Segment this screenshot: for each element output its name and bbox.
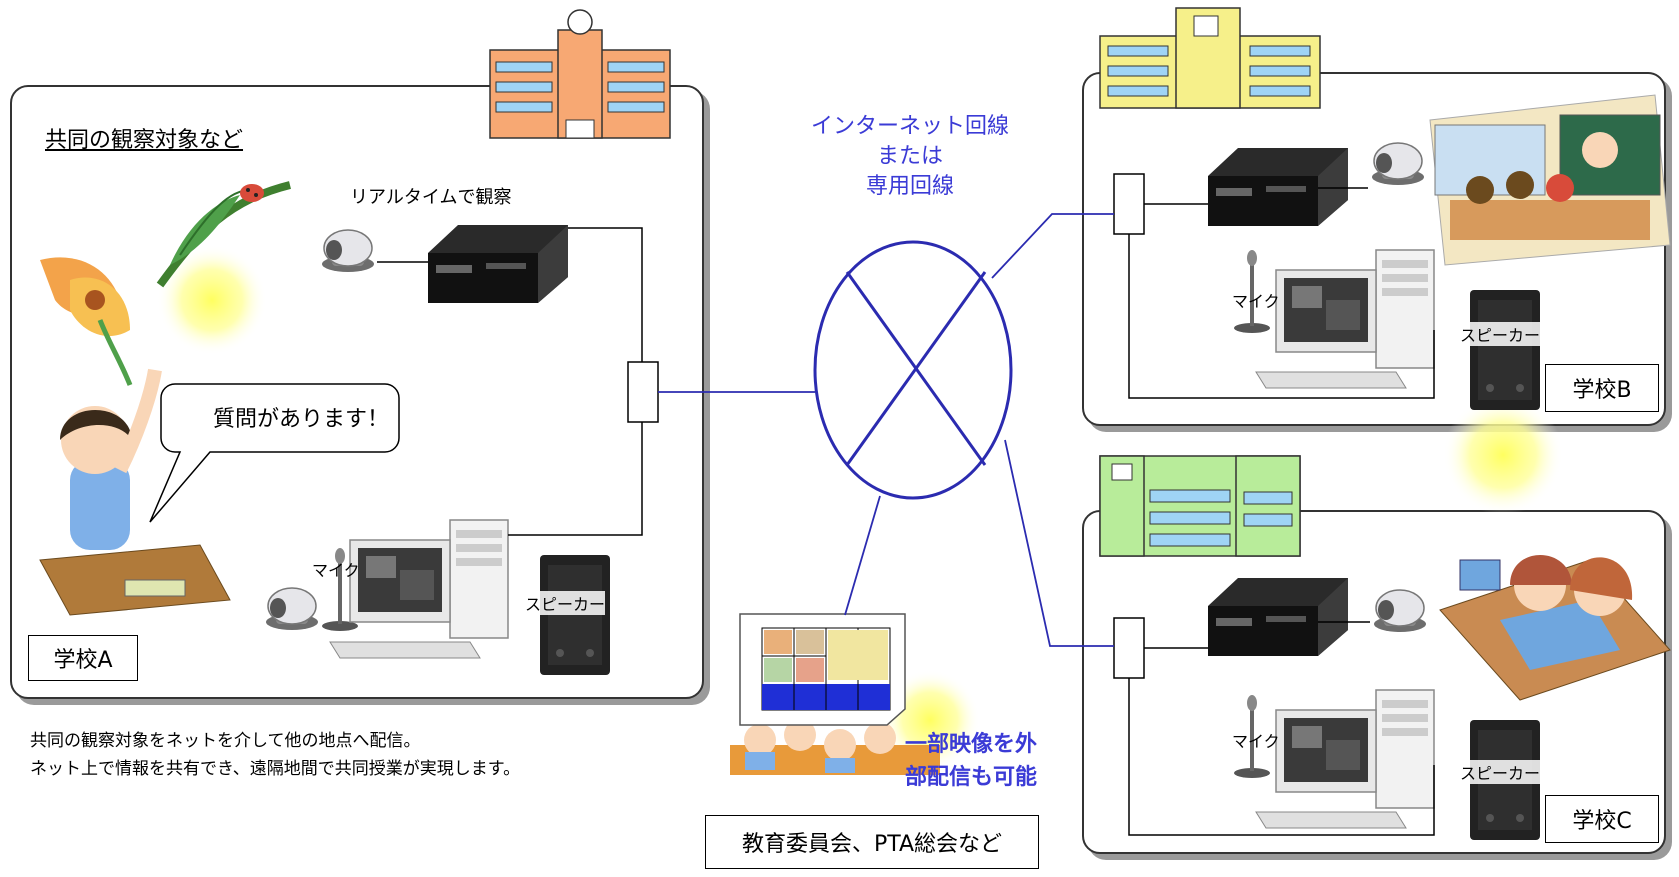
classroom-c-illustration [1439, 555, 1671, 701]
realtime-observation-label: リアルタイムで観察 [350, 187, 512, 208]
school-a-heading: 共同の観察対象など [45, 128, 244, 153]
school-b-mic-label: マイク [1232, 292, 1280, 311]
external-audience-label: 教育委員会、PTA総会など [705, 815, 1039, 869]
speech-bubble-text: 質問があります！ [213, 407, 390, 432]
school-b-speaker-label: スピーカー [1460, 322, 1541, 346]
video-grid-sheet [739, 613, 906, 726]
classroom-b-illustration [1429, 94, 1671, 266]
network-label-line1: インターネット回線 [810, 114, 1009, 139]
flower-illustration [40, 181, 291, 386]
school-c-speaker-label: スピーカー [1460, 760, 1541, 784]
caption-line1: 共同の観察対象をネットを介して他の地点へ配信。 [30, 731, 421, 751]
caption-line2: ネット上で情報を共有でき、遠隔地間で共同授業が実現します。 [30, 759, 521, 779]
network-label: インターネット回線 または 専用回線 [790, 112, 1030, 202]
speech-bubble-shape [149, 383, 400, 523]
school-building-b [1099, 7, 1321, 109]
school-c-label: 学校C [1545, 795, 1659, 843]
external-note-line1: 一部映像を外 [905, 732, 1038, 757]
network-label-line2: または [876, 144, 943, 169]
caption: 共同の観察対象をネットを介して他の地点へ配信。 ネット上で情報を共有でき、遠隔地… [30, 727, 520, 783]
external-distribution-note: 一部映像を外 部配信も可能 [905, 728, 1037, 794]
external-note-line2: 部配信も可能 [905, 765, 1038, 790]
school-a-label: 学校A [28, 635, 138, 681]
meeting-illustration [730, 719, 940, 775]
network-label-line3: 専用回線 [865, 174, 954, 199]
school-a-speaker-label: スピーカー [525, 591, 606, 615]
network-cloud [813, 240, 1013, 500]
school-b-label: 学校B [1545, 364, 1659, 412]
school-c-mic-label: マイク [1232, 732, 1280, 751]
school-a-mic-label: マイク [312, 561, 360, 580]
student-illustration [39, 368, 231, 616]
school-building-c [1099, 455, 1301, 557]
school-building-a [489, 9, 671, 139]
